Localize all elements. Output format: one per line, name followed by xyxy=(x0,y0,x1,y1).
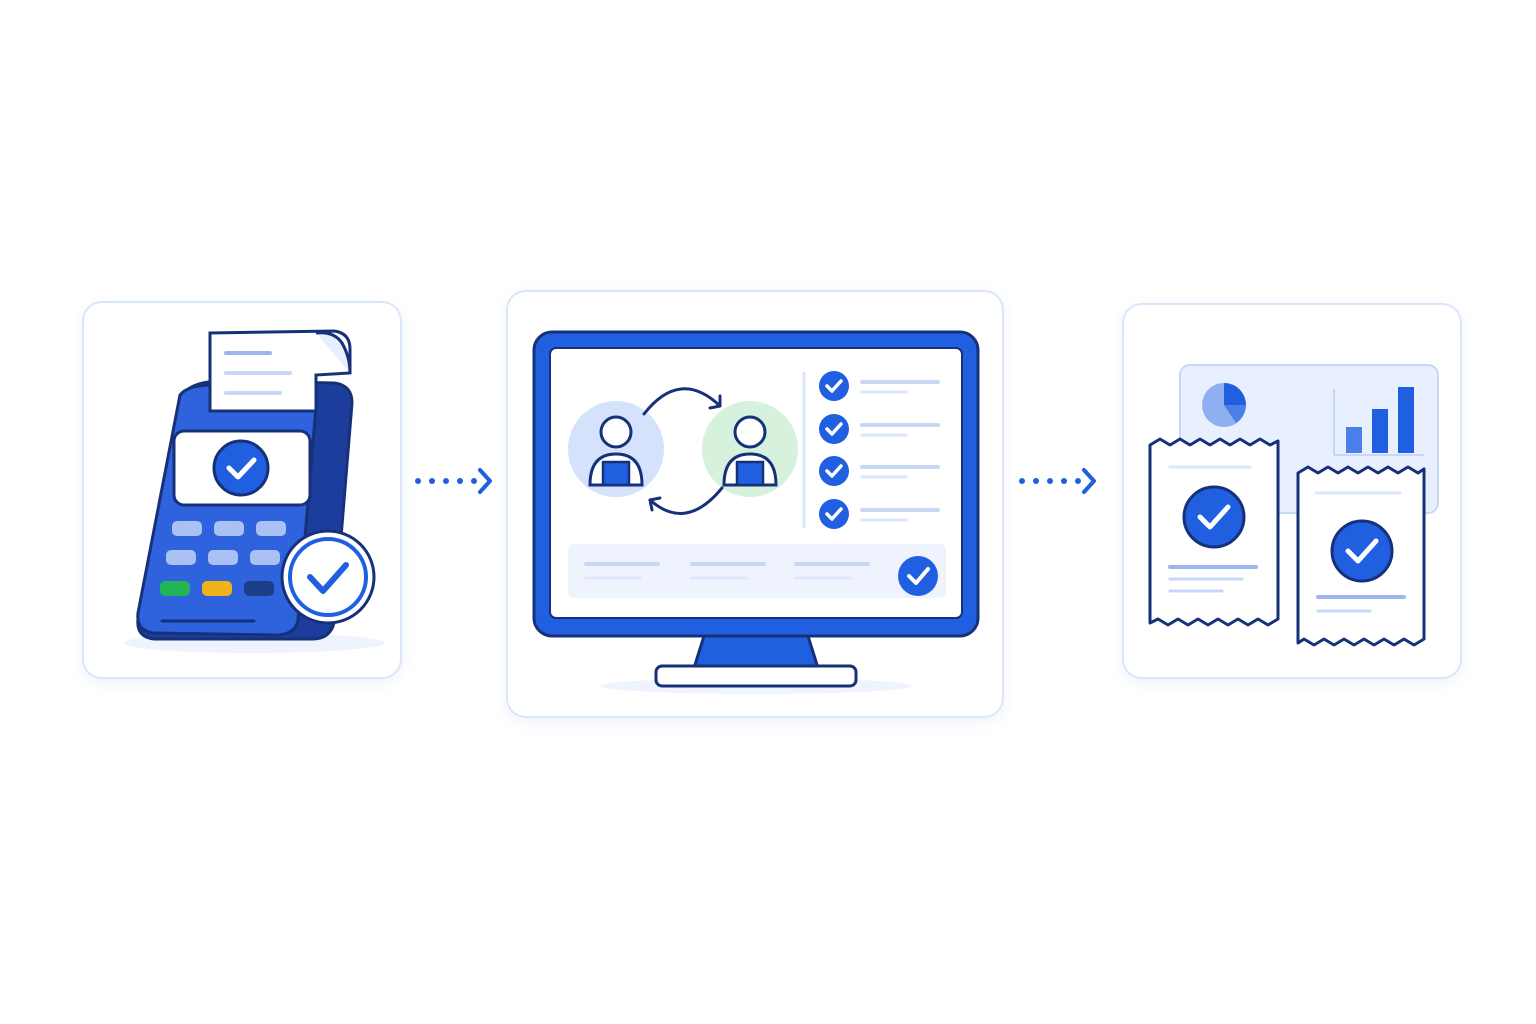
staff-swap-group xyxy=(568,387,798,515)
checklist-item xyxy=(819,414,940,444)
checklist-item xyxy=(819,371,940,401)
receipts-icon xyxy=(1148,364,1439,647)
receipt-left xyxy=(1148,437,1280,627)
dotted-arrow-connector xyxy=(415,468,492,494)
payment-terminal-card xyxy=(82,301,402,679)
approved-badge-icon xyxy=(280,529,376,625)
pie-chart-icon xyxy=(1202,383,1246,427)
monitor-base xyxy=(654,664,858,688)
monitor-icon xyxy=(532,330,980,694)
checklist-item xyxy=(819,499,940,529)
card-terminal-icon xyxy=(124,329,384,653)
terminal-check-icon xyxy=(212,439,270,497)
person-left-icon xyxy=(588,415,644,487)
confirmation-bar xyxy=(568,544,946,598)
staff-matching-card xyxy=(506,290,1004,718)
reports-receipts-card xyxy=(1122,303,1462,679)
checklist-item xyxy=(819,456,940,486)
checklist xyxy=(819,371,940,529)
person-right-icon xyxy=(722,415,778,487)
terminal-keypad xyxy=(160,521,286,623)
swap-arrows-icon xyxy=(642,387,724,515)
receipt-paper xyxy=(208,329,352,413)
dotted-arrow-connector xyxy=(1019,468,1096,494)
receipt-right xyxy=(1296,465,1426,647)
confirm-check-icon xyxy=(898,556,938,596)
bar-chart-icon xyxy=(1333,387,1424,456)
